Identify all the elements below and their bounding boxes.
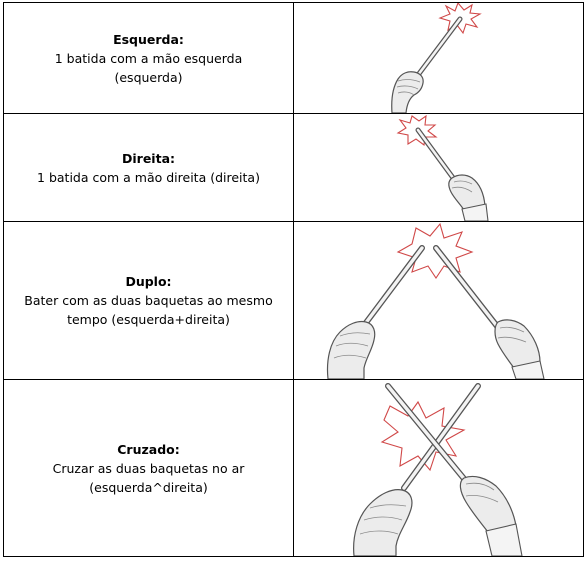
right-hand-drumstick-hit-icon <box>396 114 489 221</box>
row-title: Esquerda: <box>113 31 184 47</box>
row-title: Direita: <box>122 150 175 166</box>
row-title: Duplo: <box>125 274 172 289</box>
image-cell-direita <box>293 113 584 222</box>
table-row-esquerda: Esquerda: 1 batida com a mão esquerda (e… <box>3 2 584 114</box>
row-title: Cruzado: <box>117 441 180 457</box>
table-row-cruzado: Cruzado: Cruzar as duas baquetas no ar (… <box>3 379 584 557</box>
left-hand-drumstick-hit-icon <box>391 3 482 113</box>
image-cell-duplo <box>293 221 584 380</box>
left-hand <box>353 489 413 556</box>
row-description: 1 batida com a mão direita (direita) <box>37 169 260 185</box>
crossed-drumsticks-hit-icon <box>353 383 523 556</box>
text-cell-duplo: Duplo: Bater com as duas baquetas ao mes… <box>3 221 294 380</box>
table-row-duplo: Duplo: Bater com as duas baquetas ao mes… <box>3 221 584 380</box>
right-hand <box>494 319 541 369</box>
row-description: Cruzar as duas baquetas no ar (esquerda^… <box>52 460 245 495</box>
sleeve-cuff <box>511 360 545 379</box>
row-description: 1 batida com a mão esquerda (esquerda) <box>54 50 243 85</box>
table-row-direita: Direita: 1 batida com a mão direita (dir… <box>3 113 584 222</box>
text-cell-esquerda: Esquerda: 1 batida com a mão esquerda (e… <box>3 2 294 114</box>
text-cell-cruzado: Cruzado: Cruzar as duas baquetas no ar (… <box>3 379 294 557</box>
image-cell-esquerda <box>293 2 584 114</box>
stroke-table: Esquerda: 1 batida com a mão esquerda (e… <box>3 2 584 557</box>
right-hand <box>459 475 517 533</box>
text-cell-direita: Direita: 1 batida com a mão direita (dir… <box>3 113 294 222</box>
both-hands-drumsticks-hit-icon <box>326 222 545 379</box>
image-cell-cruzado <box>293 379 584 557</box>
right-hand <box>448 174 486 211</box>
sleeve-cuff <box>485 523 523 556</box>
sleeve-cuff <box>461 203 489 221</box>
left-hand <box>326 320 376 379</box>
row-description: Bater com as duas baquetas ao mesmo temp… <box>24 293 273 327</box>
